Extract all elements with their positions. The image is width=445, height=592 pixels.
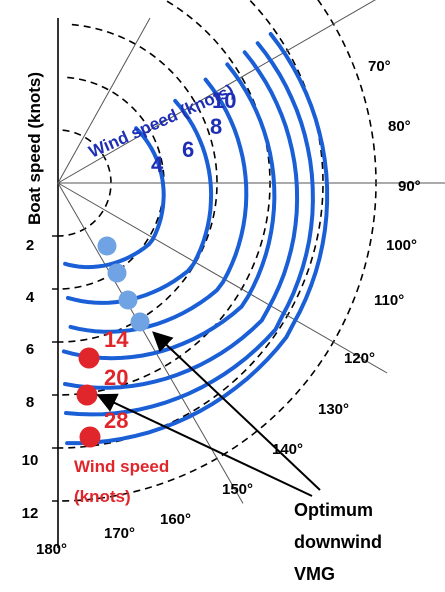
red-curve-label-20: 20 [104,365,128,390]
angle-label-120: 120° [344,350,375,367]
blue-vmg-dot [107,263,127,283]
blue-curve-label-10: 10 [212,88,236,113]
vmg-arrows [96,331,321,497]
vmg-arrow-red [96,393,313,497]
blue-curve-label-4: 4 [151,152,164,177]
y-axis-title: Boat speed (knots) [25,72,44,225]
radial-tick-12: 12 [22,505,39,522]
radial-angle-line [57,0,376,184]
dashed-speed-arc [57,129,112,237]
vmg-arrow-blue [152,331,321,491]
dashed-speed-arc [57,23,218,343]
vmg-dots [76,236,150,448]
angle-label-180: 180° [36,541,67,558]
angle-label-110: 110° [374,292,404,309]
radial-tick-6: 6 [26,341,34,358]
annotation-vmg: VMG [294,564,335,584]
polar-grid [52,0,445,548]
red-curve-label-14: 14 [104,327,129,352]
angle-label-90: 90° [398,178,421,195]
wind-speed-curve [68,77,249,334]
radial-tick-10: 10 [22,452,39,469]
angle-label-100: 100° [386,237,417,254]
wind-speed-curve [66,98,214,305]
red-vmg-dot [76,384,98,406]
angle-label-80: 80° [388,118,411,135]
radial-tick-2: 2 [26,237,34,254]
blue-curve-label-8: 8 [210,114,222,139]
radial-tick-4: 4 [26,289,35,306]
blue-vmg-dot [97,236,117,256]
radial-angle-line [57,182,388,374]
blue-vmg-dot [130,312,150,332]
speed-curves [61,32,330,446]
wind-speed-curve [64,41,315,417]
blue-vmg-dot [118,290,138,310]
angle-label-150: 150° [222,481,253,498]
red-vmg-dot [79,426,101,448]
dashed-speed-arc [57,0,271,396]
wind-speed-curve [65,32,330,446]
radial-angle-line [57,17,151,184]
dashed-speed-arc [57,0,324,449]
dashed-speed-arc [57,0,377,502]
red-vmg-dot [78,347,100,369]
wind-speed-curve [61,62,277,361]
red-curve-label-28: 28 [104,408,128,433]
red-wind-speed-label-line1: Wind speed [74,457,169,476]
blue-curve-label-6: 6 [182,137,194,162]
angle-label-140: 140° [272,441,303,458]
angle-label-160: 160° [160,511,191,528]
angle-label-70: 70° [368,58,391,75]
angle-label-130: 130° [318,401,349,418]
red-wind-speed-label-line2: (knots) [74,487,131,506]
wind-speed-curve [63,126,166,270]
radial-angle-line [57,182,244,504]
annotation-downwind: downwind [294,532,382,552]
radial-tick-8: 8 [26,394,34,411]
wind-speed-curve [63,50,300,390]
annotation-optimum: Optimum [294,500,373,520]
angle-label-170: 170° [104,525,135,542]
